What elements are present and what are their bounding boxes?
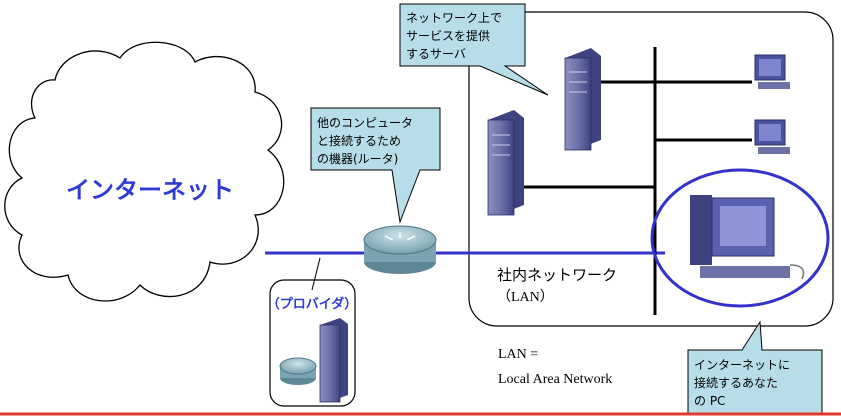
pc-icon	[754, 119, 790, 154]
callout-server-line: サービスを提供	[406, 28, 490, 43]
provider-label: （プロバイダ）	[267, 296, 357, 312]
callout-pc-line: の PC	[694, 394, 725, 408]
callout-server: ネットワーク上で サービスを提供 するサーバ	[399, 3, 549, 96]
callout-router-line: の機器(ルータ)	[317, 151, 398, 166]
callout-router-line: 他のコンピュータ	[317, 116, 413, 130]
lan-definition-line2: Local Area Network	[498, 372, 612, 387]
provider-router-icon	[279, 357, 317, 385]
provider-pointer	[311, 257, 321, 291]
your-pc-highlight	[650, 168, 830, 308]
callout-server-line: ネットワーク上で	[406, 11, 502, 25]
lan-definition-line1: LAN =	[498, 347, 538, 362]
internet-cloud	[4, 41, 285, 302]
callout-router-line: と接続するため	[317, 133, 401, 148]
callout-pc-line: 接続するあなた	[694, 375, 778, 390]
callout-pc: インターネットに 接続するあなた の PC	[687, 320, 823, 414]
server-icon	[487, 110, 524, 216]
your-pc-icon	[690, 195, 805, 280]
internet-label: インターネット	[66, 176, 234, 204]
lan-label: 社内ネットワーク	[497, 266, 617, 284]
server-icon	[564, 48, 601, 151]
callout-router: 他のコンピュータ と接続するため の機器(ルータ)	[310, 107, 441, 224]
callout-server-line: するサーバ	[406, 47, 466, 61]
pc-icon	[754, 54, 790, 89]
callout-pc-line: インターネットに	[694, 358, 790, 372]
lan-sub-label: （LAN）	[497, 289, 554, 305]
router-icon	[363, 225, 437, 274]
provider-server-icon	[319, 318, 348, 403]
lan-backbone	[524, 47, 752, 315]
